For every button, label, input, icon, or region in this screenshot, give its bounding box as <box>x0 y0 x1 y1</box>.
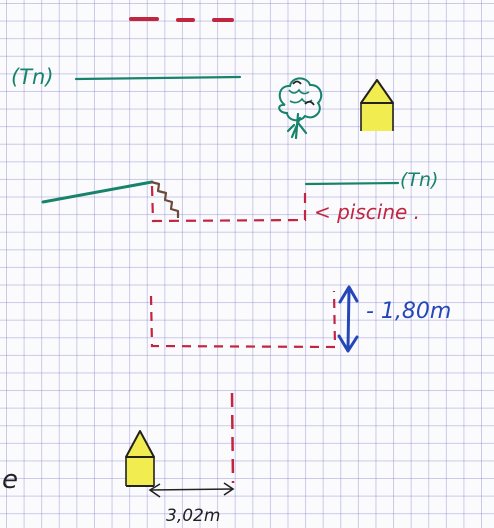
pool-section-outline <box>150 185 307 223</box>
piscine-label: < piscine . <box>314 200 420 224</box>
terrain-line-left <box>41 180 154 204</box>
tn-label-left: (Tn) <box>11 65 54 89</box>
distance-arrow <box>148 482 235 498</box>
house-icon-bottom <box>125 430 155 487</box>
pool-depth-outline <box>149 290 337 349</box>
distance-label: 3,02m <box>166 506 220 526</box>
pool-edge-line <box>230 392 235 484</box>
terrain-line-top <box>74 75 242 81</box>
tn-label-right: (Tn) <box>400 169 438 191</box>
edge-text-fragment: e <box>2 465 18 495</box>
house-icon-top <box>360 79 394 131</box>
tree-icon <box>278 77 323 140</box>
top-dashed-mark <box>129 17 234 22</box>
terrain-line-right <box>304 181 400 186</box>
depth-label: - 1,80m <box>366 299 451 324</box>
pool-stairs <box>150 180 180 218</box>
depth-arrow <box>337 285 359 353</box>
